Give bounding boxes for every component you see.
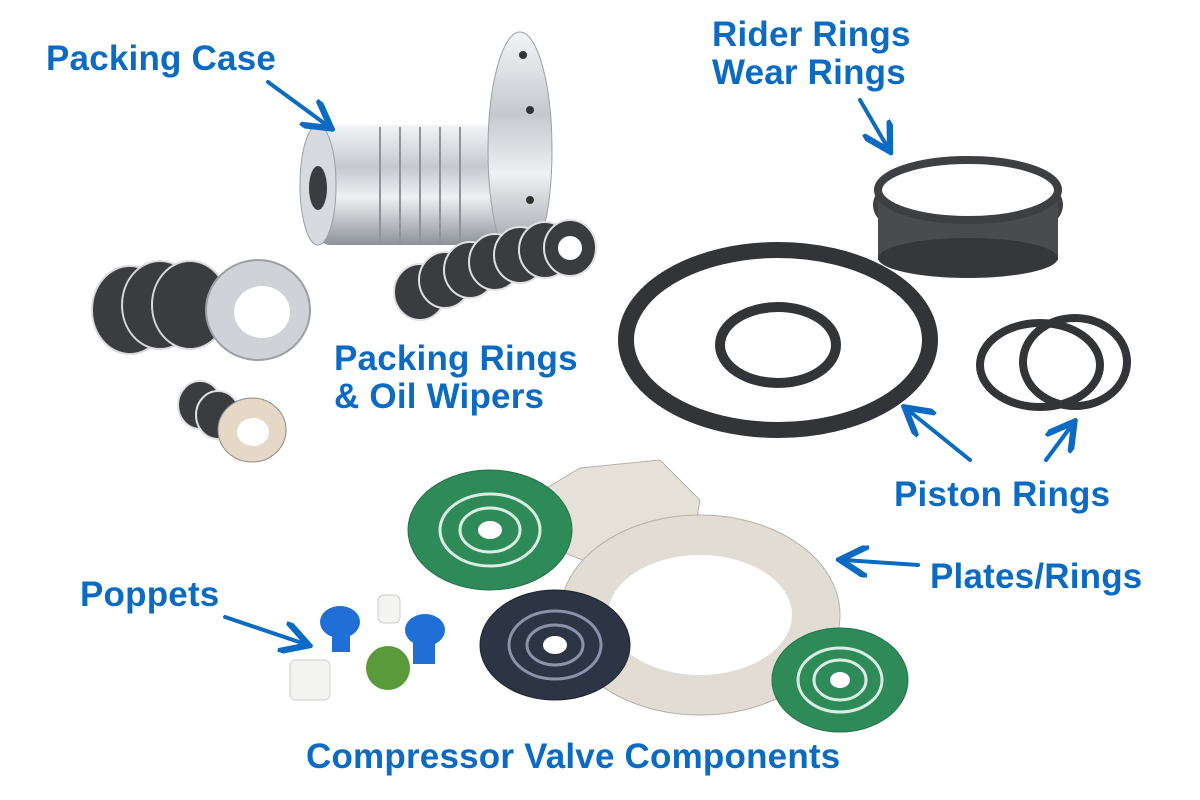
callout-arrows — [223, 80, 1072, 644]
poppets-image — [289, 594, 445, 701]
label-compressor-valve-components: Compressor Valve Components — [306, 737, 841, 776]
label-wear-rings-line2: Wear Rings — [712, 53, 906, 92]
rider-ring-image — [873, 156, 1063, 278]
plates-rings-arrow — [844, 560, 920, 565]
valve-plates-image — [407, 459, 909, 733]
label-packing-case: Packing Case — [46, 39, 277, 78]
label-poppets: Poppets — [80, 575, 220, 614]
piston-rings-arrow-left — [908, 410, 972, 462]
label-plates-rings: Plates/Rings — [930, 557, 1143, 596]
packing-case-image — [299, 31, 553, 269]
packing-rings-image — [91, 219, 597, 463]
rider-rings-arrow — [858, 98, 888, 148]
label-rider-rings: Rider Rings Wear Rings — [712, 16, 911, 92]
poppets-arrow — [223, 615, 305, 644]
label-packing-rings: Packing Rings & Oil Wipers — [334, 340, 578, 416]
piston-rings-arrow-right — [1044, 425, 1072, 462]
piston-rings-image — [618, 242, 1131, 438]
packing-case-arrow — [266, 80, 328, 126]
label-packing-rings-line1: Packing Rings — [334, 339, 578, 378]
label-oil-wipers-line2: & Oil Wipers — [334, 377, 545, 416]
label-piston-rings: Piston Rings — [894, 475, 1111, 514]
label-rider-rings-line1: Rider Rings — [712, 15, 911, 54]
